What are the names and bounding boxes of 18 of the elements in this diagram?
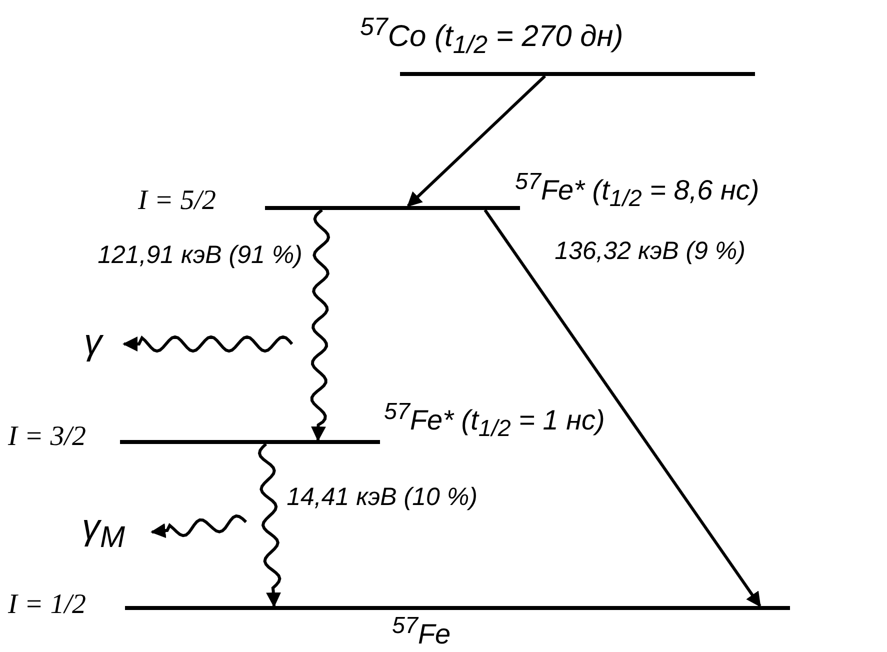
- transition-arrow: [406, 74, 546, 208]
- spin-label: I = 1/2: [8, 588, 86, 622]
- radiation-label: γ: [84, 320, 102, 364]
- wavy-arrow: [258, 442, 282, 608]
- spin-label: I = 3/2: [8, 420, 86, 454]
- edge-label: 121,91 кэВ (91 %): [96, 240, 304, 271]
- wavy-arrow: [150, 514, 248, 538]
- level-label: $^{57}$Fe* (t$_{1/2}$ = 1 нс): [384, 398, 605, 443]
- radiation-label: γ$_{M}$: [82, 505, 125, 556]
- wavy-arrow: [122, 335, 294, 353]
- level-label: $^{57}$Co (t$_{1/2}$ = 270 дн): [360, 12, 624, 60]
- transition-arrow: [484, 209, 762, 608]
- wavy-arrow: [310, 208, 330, 442]
- edge-label: 136,32 кэВ (9 %): [554, 236, 746, 267]
- edge-label: 14,41 кэВ (10 %): [286, 482, 478, 513]
- spin-label: I = 5/2: [138, 184, 216, 218]
- level-label: $^{57}$Fe: [392, 612, 451, 651]
- level-label: $^{57}$Fe* (t$_{1/2}$ = 8,6 нс): [515, 168, 760, 213]
